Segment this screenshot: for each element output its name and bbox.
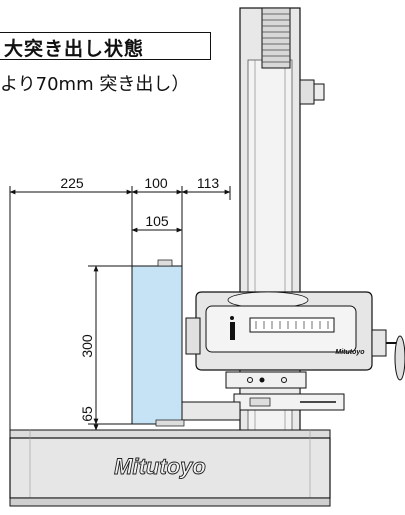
dim-100: 100 [144,175,168,191]
dim-113: 113 [197,175,220,191]
dim-300: 300 [79,334,95,358]
workpiece [131,259,185,427]
base-logo: Mitutoyo [114,454,206,479]
base-plate [9,429,331,507]
detector-unit [185,291,405,389]
caption-title: 大突き出し状態 [4,38,145,60]
dimension-lines [9,186,231,431]
dim-105: 105 [145,213,169,229]
title-box [0,32,211,60]
dim-65: 65 [79,406,95,422]
caption-subtitle: より70mm 突き出し） [0,74,190,95]
dim-225: 225 [60,175,84,191]
unit-logo: Mitutoyo [335,349,365,356]
